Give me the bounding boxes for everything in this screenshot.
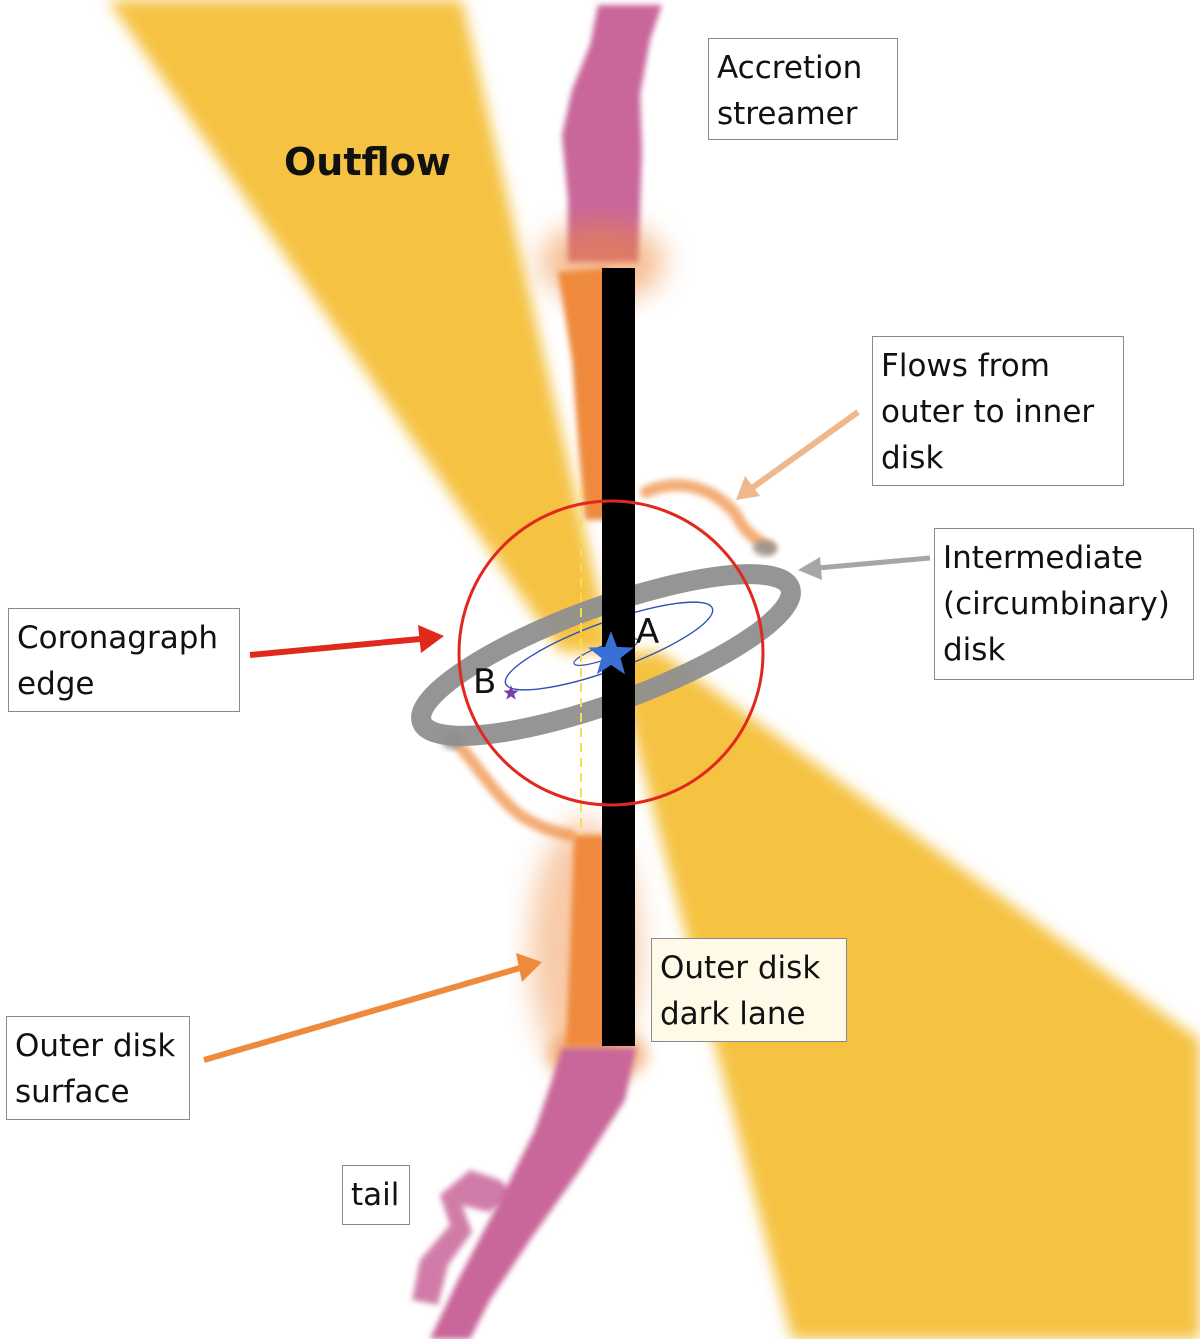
flows-outer-inner-line-3: disk — [881, 440, 944, 476]
intermediate-disk-tip-upper — [753, 540, 777, 556]
arrowhead-outer-disk-surface — [516, 953, 542, 982]
star-a-label: A — [636, 612, 660, 652]
star-b-label: B — [473, 662, 497, 702]
accretion-streamer-label: Accretion streamer — [708, 38, 898, 140]
outer-disk-surface-label: Outer disk surface — [6, 1016, 190, 1120]
intermediate-disk-label: Intermediate (circumbinary) disk — [934, 528, 1194, 680]
intermediate-disk-line-3: disk — [943, 632, 1006, 668]
outer-disk-surface-upper — [558, 268, 608, 520]
intermediate-disk-line-1: Intermediate — [943, 540, 1144, 576]
coronagraph-edge-line-1: Coronagraph — [17, 620, 219, 656]
intermediate-disk-line-2: (circumbinary) — [943, 586, 1170, 622]
star-a-icon — [588, 631, 634, 675]
arrow-coronagraph-edge — [249, 636, 421, 658]
flow-lower — [449, 734, 576, 841]
flows-outer-inner-label: Flows from outer to inner disk — [872, 336, 1124, 486]
outflow-cone-upper — [108, 0, 612, 652]
arrowhead-coronagraph — [418, 625, 444, 653]
accretion-streamer-line-1: Accretion — [717, 50, 863, 86]
tail-label: tail — [342, 1165, 410, 1225]
outer-disk-surface-lower — [566, 835, 606, 1046]
outer-disk-surface-line-1: Outer disk — [15, 1028, 176, 1064]
tail-text: tail — [351, 1177, 400, 1213]
coronagraph-circle — [457, 499, 765, 807]
coronagraph-edge-label: Coronagraph edge — [8, 608, 240, 712]
streamer-tail — [412, 1170, 516, 1305]
outer-disk-dark-lane-line-1: Outer disk — [660, 950, 821, 986]
flow-upper — [640, 479, 776, 554]
outer-disk-dark-lane-label: Outer disk dark lane — [651, 938, 847, 1042]
flows-outer-inner-line-1: Flows from — [881, 348, 1050, 384]
coronagraph-edge-line-2: edge — [17, 666, 95, 702]
arrow-intermediate — [817, 555, 931, 571]
arrowhead-intermediate — [798, 557, 822, 580]
outflow-cone-lower — [612, 652, 1200, 1339]
outer-disk-surface-line-2: surface — [15, 1074, 130, 1110]
star-b-icon — [503, 685, 519, 700]
arrow-flows — [750, 409, 860, 491]
outflow-label: Outflow — [284, 140, 451, 184]
accretion-streamer-upper — [562, 5, 662, 262]
accretion-streamer-lower — [430, 1048, 636, 1339]
outer-disk-dark-lane-line-2: dark lane — [660, 996, 806, 1032]
accretion-streamer-line-2: streamer — [717, 96, 858, 132]
intermediate-disk-tip-lower — [441, 731, 463, 749]
arrow-outer-disk-surface — [203, 965, 521, 1063]
flows-outer-inner-line-2: outer to inner — [881, 394, 1095, 430]
arrowhead-flows — [736, 476, 760, 500]
